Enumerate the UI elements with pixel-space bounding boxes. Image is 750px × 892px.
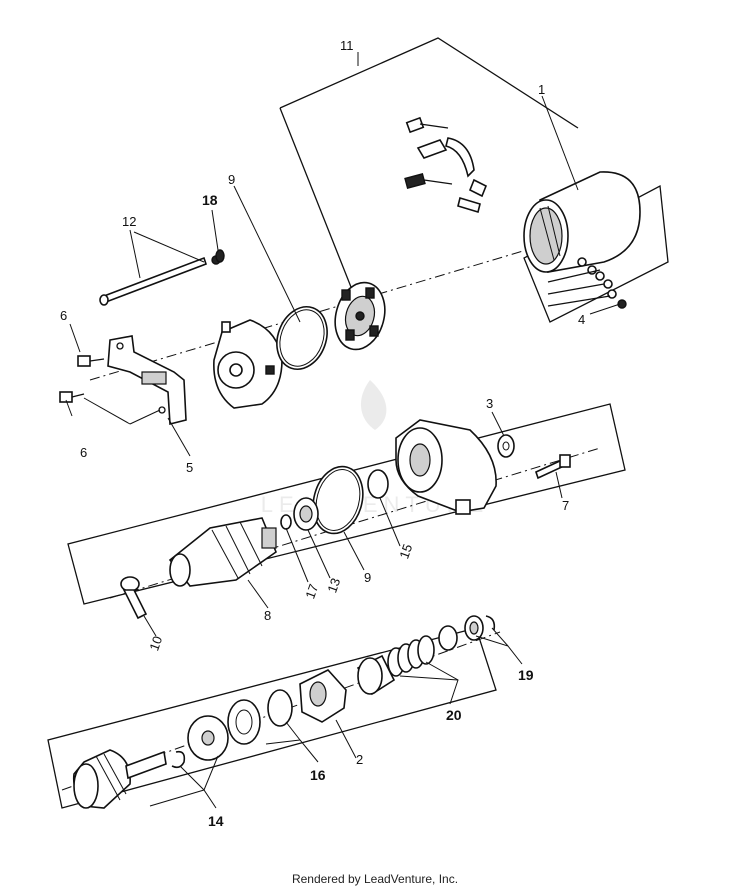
label-2: 2 [356,752,363,767]
label-1: 1 [538,82,545,97]
middle-group-frame [67,403,626,605]
label-6-bottom: 6 [80,445,87,460]
washer-17 [280,514,292,530]
label-13: 13 [324,576,343,595]
bearing-13 [293,497,319,531]
label-12: 12 [122,214,136,229]
armature [168,517,277,587]
footer-credit: Rendered by LeadVenture, Inc. [291,872,459,886]
label-8: 8 [264,608,271,623]
small-fasteners [547,257,627,309]
top-axis-line [89,239,561,381]
brush-holder-callout-box [279,37,579,341]
drive-pinion [72,749,167,809]
label-9-middle: 9 [364,570,371,585]
part-labels: 1 11 9 18 12 6 6 5 4 3 7 15 9 13 17 8 10… [60,38,585,829]
screws-6 [59,355,105,403]
label-19: 19 [518,667,534,683]
split-collar [227,699,261,745]
o-ring-16 [267,689,293,727]
label-14: 14 [208,813,224,829]
label-6-top: 6 [60,308,67,323]
washer-3 [497,434,515,458]
label-10: 10 [146,634,165,653]
label-5: 5 [186,460,193,475]
label-11: 11 [340,38,354,53]
o-ring-15 [367,469,389,499]
snap-ring-14 [171,750,186,769]
label-4: 4 [578,312,585,327]
leader-lines [65,52,621,809]
label-9-top: 9 [228,172,235,187]
o-ring-9-middle [312,465,364,535]
label-3: 3 [486,396,493,411]
washer-18 [215,249,225,263]
label-16: 16 [310,767,326,783]
label-7: 7 [562,498,569,513]
clip-19 [485,615,496,631]
yoke-housing [523,171,641,273]
drive-housing [395,419,497,515]
bottom-group-frame [47,627,497,809]
through-bolt [99,255,221,306]
bolt-7 [535,454,571,480]
label-18: 18 [202,192,218,208]
label-15: 15 [396,542,415,561]
mounting-bracket [107,335,187,426]
o-ring-9-top [276,306,328,370]
clutch-gear [299,669,347,723]
brush-parts [404,116,488,214]
spring-20 [387,635,435,677]
bushing [438,625,458,651]
brush-holder-plate [334,281,386,351]
rear-end-cover [213,319,283,409]
brush-lead [120,576,148,620]
label-17: 17 [302,582,321,601]
label-20: 20 [446,707,462,723]
